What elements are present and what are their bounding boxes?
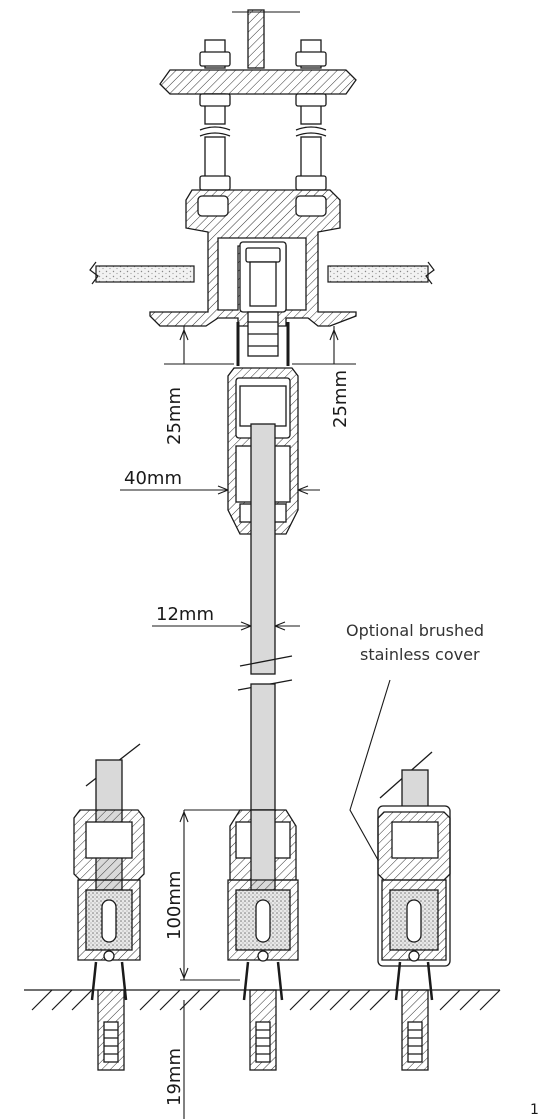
dim-glass-thickness: 12mm <box>156 604 214 625</box>
dim-top-gap-right: 25mm <box>330 370 351 428</box>
dim-floor-clearance: 19mm <box>164 1048 185 1106</box>
note-line-2: stainless cover <box>360 645 480 664</box>
threaded-rods <box>199 39 327 191</box>
glass-panel-center <box>250 423 276 675</box>
ceiling-beam <box>159 9 357 95</box>
ceiling-panels <box>89 261 435 285</box>
note-line-1: Optional brushed <box>346 621 484 640</box>
bottom-profile-center <box>227 809 299 1071</box>
bottom-profile-left <box>73 743 145 1071</box>
dim-top-gap-left: 25mm <box>164 387 185 445</box>
bottom-profile-right <box>377 751 451 1071</box>
page-number: 1 <box>530 1102 539 1118</box>
floor-line <box>24 989 501 1011</box>
dim-profile-height: 100mm <box>164 871 185 940</box>
roller-trolley <box>236 241 290 366</box>
dim-profile-width: 40mm <box>124 468 182 489</box>
dimension-lines <box>120 326 391 1119</box>
